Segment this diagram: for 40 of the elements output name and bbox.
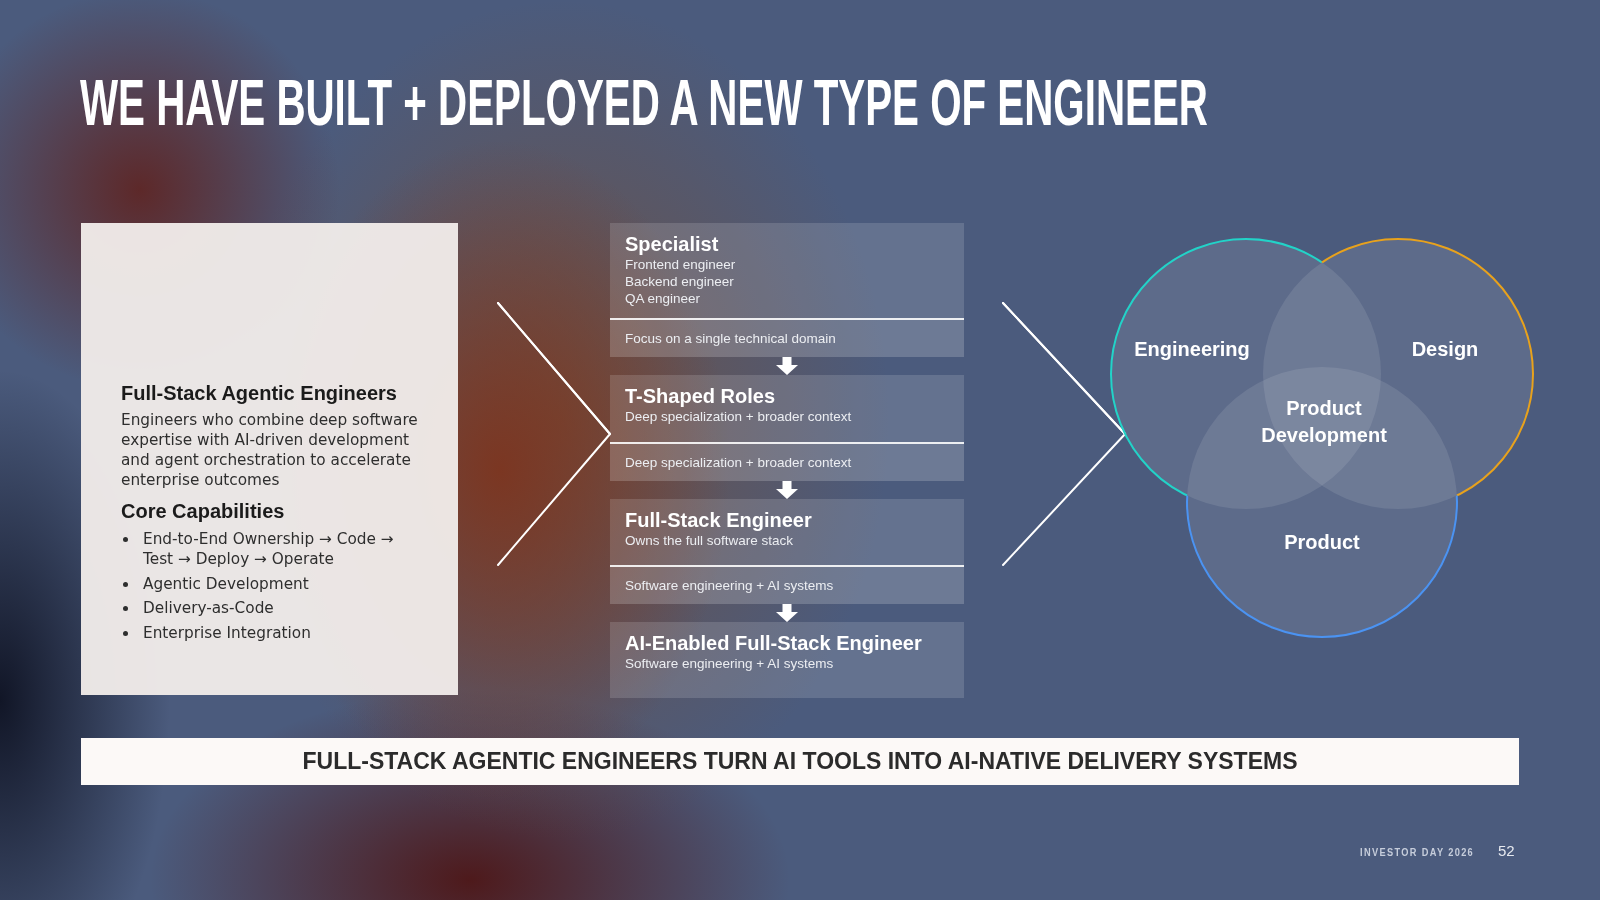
- bullet-item: End-to-End Ownership → Code → Test → Deploy → Operate: [143, 529, 395, 569]
- box-subtitle: Software engineering + AI systems: [625, 655, 835, 672]
- box-subtitle: Deep specialization + broader context: [625, 408, 853, 425]
- stage-box: [610, 499, 964, 604]
- note-strip: Deep specialization + broader context: [610, 442, 964, 481]
- box-title: T-Shaped Roles: [625, 384, 777, 408]
- box-title: Full-Stack Engineer: [625, 508, 813, 532]
- footer-text: INVESTOR DAY 2026: [1360, 845, 1475, 860]
- venn-center-label: Product Development: [1260, 396, 1388, 448]
- circle-label: Product: [1284, 530, 1360, 554]
- slide-title: WE HAVE BUILT + DEPLOYED A NEW TYPE OF ENGINEER: [80, 66, 1208, 140]
- block-arrow: [776, 604, 798, 622]
- takeaway-banner: FULL-STACK AGENTIC ENGINEERS TURN AI TOOLS INTO AI-NATIVE DELIVERY SYSTEMS: [81, 738, 1519, 785]
- chevron-arrow: [1002, 302, 1127, 566]
- box-title: Specialist: [625, 232, 720, 256]
- stage-box: [610, 375, 964, 481]
- note-strip: Focus on a single technical domain: [610, 318, 964, 357]
- bullet-item: Agentic Development: [143, 573, 309, 594]
- bullet-item: Enterprise Integration: [143, 622, 311, 643]
- block-arrow: [776, 357, 798, 375]
- circle-label: Engineering: [1134, 337, 1250, 361]
- box-subtitle: Backend engineer: [625, 273, 735, 290]
- bullet-item: Delivery-as-Code: [143, 598, 274, 618]
- block-arrow: [776, 481, 798, 499]
- circle-label: Design: [1411, 337, 1479, 361]
- stage-box: [610, 223, 964, 357]
- box-subtitle: QA engineer: [625, 290, 702, 307]
- chevron-arrow: [497, 302, 611, 566]
- page-number: 52: [1498, 842, 1515, 860]
- stage-box: [610, 622, 964, 698]
- note-strip: Software engineering + AI systems: [610, 565, 964, 604]
- box-subtitle: Owns the full software stack: [625, 532, 795, 549]
- panel-heading: Full-Stack Agentic Engineers: [121, 381, 398, 405]
- box-title: AI-Enabled Full-Stack Engineer: [625, 631, 923, 655]
- box-subtitle: Frontend engineer: [625, 256, 737, 273]
- info-panel: [81, 223, 458, 695]
- panel-heading: Core Capabilities: [121, 499, 286, 523]
- venn-circle: [1185, 365, 1459, 639]
- panel-text: Engineers who combine deep software expertise with AI-driven development and agent orchestration to accelerate enterprise outcomes: [121, 410, 418, 490]
- venn-circle: [1261, 237, 1535, 511]
